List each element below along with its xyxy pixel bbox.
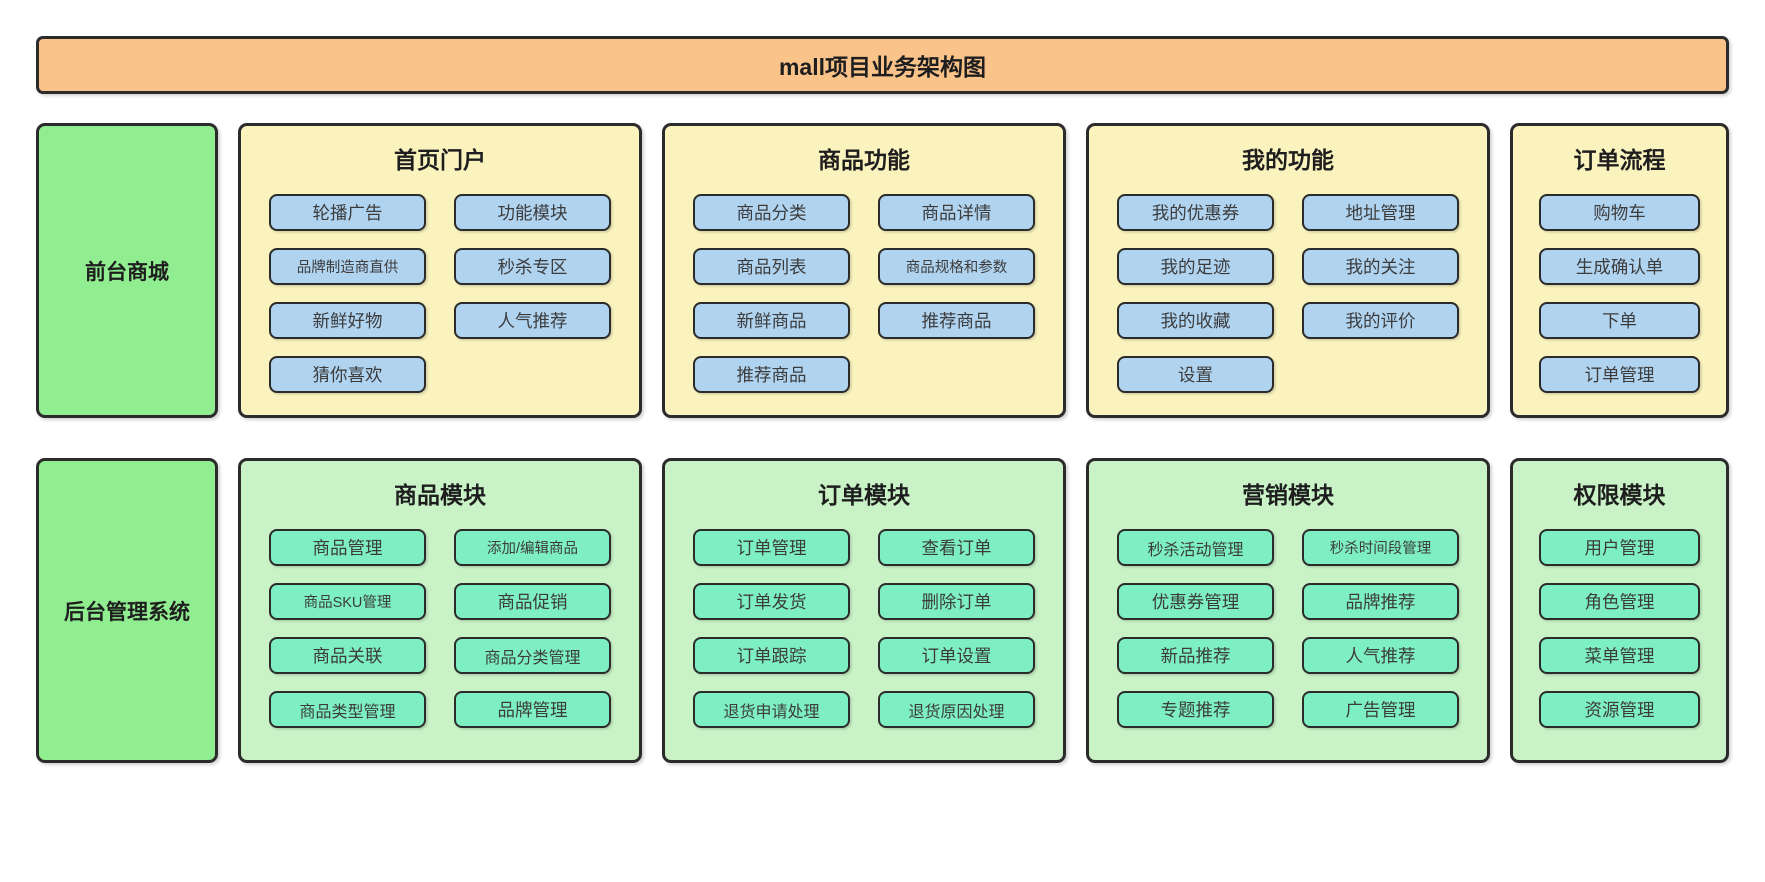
diagram-node: 商品分类管理 <box>454 637 611 674</box>
diagram-node: 秒杀活动管理 <box>1117 529 1274 566</box>
diagram-node: 退货原因处理 <box>878 691 1035 728</box>
node-grid-product-module: 商品管理添加/编辑商品商品SKU管理商品促销商品关联商品分类管理商品类型管理品牌… <box>269 529 611 728</box>
diagram-node: 购物车 <box>1539 194 1700 231</box>
diagram-node: 功能模块 <box>454 194 611 231</box>
node-grid-product-features: 商品分类商品详情商品列表商品规格和参数新鲜商品推荐商品推荐商品 <box>693 194 1035 393</box>
diagram-node: 用户管理 <box>1539 529 1700 566</box>
diagram-node: 角色管理 <box>1539 583 1700 620</box>
diagram-node: 广告管理 <box>1302 691 1459 728</box>
diagram-node: 人气推荐 <box>454 302 611 339</box>
section-home-portal: 首页门户轮播广告功能模块品牌制造商直供秒杀专区新鲜好物人气推荐猜你喜欢 <box>238 123 642 418</box>
section-title-home-portal: 首页门户 <box>394 147 486 173</box>
diagram-rows: 前台商城首页门户轮播广告功能模块品牌制造商直供秒杀专区新鲜好物人气推荐猜你喜欢商… <box>36 123 1729 763</box>
diagram-node: 商品关联 <box>269 637 426 674</box>
section-permission-module: 权限模块用户管理角色管理菜单管理资源管理 <box>1510 458 1729 763</box>
section-my-features: 我的功能我的优惠券地址管理我的足迹我的关注我的收藏我的评价设置 <box>1086 123 1490 418</box>
diagram-node: 品牌推荐 <box>1302 583 1459 620</box>
row-backend-admin: 后台管理系统 商品模块商品管理添加/编辑商品商品SKU管理商品促销商品关联商品分类… <box>36 458 1729 763</box>
section-title-order-flow: 订单流程 <box>1573 147 1666 173</box>
section-title-order-module: 订单模块 <box>818 482 910 508</box>
node-grid-permission-module: 用户管理角色管理菜单管理资源管理 <box>1539 529 1700 728</box>
diagram-node: 秒杀时间段管理 <box>1302 529 1459 566</box>
diagram-node: 商品列表 <box>693 248 850 285</box>
diagram-node: 优惠券管理 <box>1117 583 1274 620</box>
section-order-flow: 订单流程购物车生成确认单下单订单管理 <box>1510 123 1729 418</box>
section-marketing-module: 营销模块秒杀活动管理秒杀时间段管理优惠券管理品牌推荐新品推荐人气推荐专题推荐广告… <box>1086 458 1490 763</box>
diagram-node: 生成确认单 <box>1539 248 1700 285</box>
diagram-node: 专题推荐 <box>1117 691 1274 728</box>
section-title-permission-module: 权限模块 <box>1573 482 1666 508</box>
diagram-node: 新鲜商品 <box>693 302 850 339</box>
diagram-node: 我的足迹 <box>1117 248 1274 285</box>
diagram-node: 地址管理 <box>1302 194 1459 231</box>
diagram-node: 商品分类 <box>693 194 850 231</box>
diagram-node: 添加/编辑商品 <box>454 529 611 566</box>
diagram-node: 订单跟踪 <box>693 637 850 674</box>
diagram-title: mall项目业务架构图 <box>778 54 987 80</box>
section-product-module: 商品模块商品管理添加/编辑商品商品SKU管理商品促销商品关联商品分类管理商品类型… <box>238 458 642 763</box>
section-title-marketing-module: 营销模块 <box>1242 482 1334 508</box>
diagram-node: 资源管理 <box>1539 691 1700 728</box>
diagram-node: 新品推荐 <box>1117 637 1274 674</box>
diagram-node: 推荐商品 <box>878 302 1035 339</box>
node-grid-my-features: 我的优惠券地址管理我的足迹我的关注我的收藏我的评价设置 <box>1117 194 1459 393</box>
diagram-node: 商品详情 <box>878 194 1035 231</box>
diagram-node: 我的评价 <box>1302 302 1459 339</box>
diagram-node: 商品促销 <box>454 583 611 620</box>
diagram-node: 订单设置 <box>878 637 1035 674</box>
side-label-front-mall: 前台商城 <box>36 123 218 418</box>
diagram-node: 推荐商品 <box>693 356 850 393</box>
diagram-node: 下单 <box>1539 302 1700 339</box>
diagram-node: 猜你喜欢 <box>269 356 426 393</box>
diagram-node: 商品规格和参数 <box>878 248 1035 285</box>
side-label-text: 前台商城 <box>85 260 169 284</box>
diagram-node: 秒杀专区 <box>454 248 611 285</box>
section-title-product-module: 商品模块 <box>394 482 486 508</box>
diagram-node: 品牌管理 <box>454 691 611 728</box>
diagram-node: 订单发货 <box>693 583 850 620</box>
diagram-node: 我的优惠券 <box>1117 194 1274 231</box>
diagram-node: 商品类型管理 <box>269 691 426 728</box>
diagram-node: 商品管理 <box>269 529 426 566</box>
diagram-node: 退货申请处理 <box>693 691 850 728</box>
node-grid-marketing-module: 秒杀活动管理秒杀时间段管理优惠券管理品牌推荐新品推荐人气推荐专题推荐广告管理 <box>1117 529 1459 728</box>
section-order-module: 订单模块订单管理查看订单订单发货删除订单订单跟踪订单设置退货申请处理退货原因处理 <box>662 458 1066 763</box>
diagram-node: 我的收藏 <box>1117 302 1274 339</box>
row-front-mall: 前台商城首页门户轮播广告功能模块品牌制造商直供秒杀专区新鲜好物人气推荐猜你喜欢商… <box>36 123 1729 418</box>
diagram-node: 轮播广告 <box>269 194 426 231</box>
diagram-node: 新鲜好物 <box>269 302 426 339</box>
diagram-node: 设置 <box>1117 356 1274 393</box>
section-title-product-features: 商品功能 <box>818 147 910 173</box>
side-label-text: 后台管理系统 <box>64 600 190 624</box>
diagram-node: 品牌制造商直供 <box>269 248 426 285</box>
diagram-node: 删除订单 <box>878 583 1035 620</box>
node-grid-home-portal: 轮播广告功能模块品牌制造商直供秒杀专区新鲜好物人气推荐猜你喜欢 <box>269 194 611 393</box>
node-grid-order-module: 订单管理查看订单订单发货删除订单订单跟踪订单设置退货申请处理退货原因处理 <box>693 529 1035 728</box>
diagram-node: 查看订单 <box>878 529 1035 566</box>
side-label-backend-admin: 后台管理系统 <box>36 458 218 763</box>
section-product-features: 商品功能商品分类商品详情商品列表商品规格和参数新鲜商品推荐商品推荐商品 <box>662 123 1066 418</box>
section-title-my-features: 我的功能 <box>1242 147 1334 173</box>
diagram-title-banner: mall项目业务架构图 <box>36 36 1729 94</box>
diagram-node: 我的关注 <box>1302 248 1459 285</box>
diagram-node: 订单管理 <box>693 529 850 566</box>
diagram-node: 人气推荐 <box>1302 637 1459 674</box>
diagram-node: 订单管理 <box>1539 356 1700 393</box>
diagram-node: 商品SKU管理 <box>269 583 426 620</box>
diagram-node: 菜单管理 <box>1539 637 1700 674</box>
node-grid-order-flow: 购物车生成确认单下单订单管理 <box>1539 194 1700 393</box>
